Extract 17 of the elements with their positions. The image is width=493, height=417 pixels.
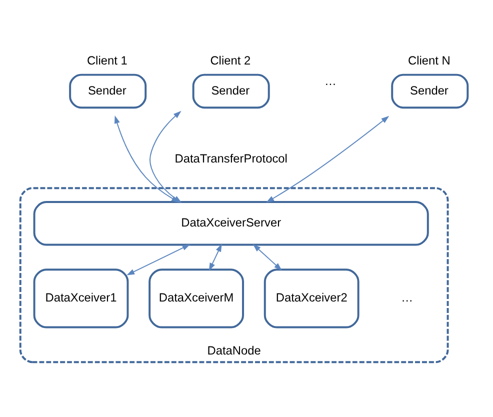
node-label: Client 2 <box>210 53 251 68</box>
node-box: Sender <box>391 74 469 109</box>
node-box: DataXceiverServer <box>33 201 429 246</box>
node-label: Client 1 <box>86 53 128 68</box>
node-label: Client N <box>408 53 450 68</box>
node-box: DataXceiver1 <box>33 268 129 328</box>
node-box: Sender <box>69 74 147 109</box>
node-box: DataXceiverM <box>148 268 244 328</box>
node-box: Sender <box>192 74 270 109</box>
label: … <box>401 290 413 305</box>
arrow <box>126 244 190 276</box>
arrow <box>266 116 390 203</box>
label: DataTransferProtocol <box>174 151 288 166</box>
arrow <box>252 244 282 271</box>
label: … <box>324 74 336 88</box>
arrow <box>208 244 222 271</box>
node-box: DataXceiver2 <box>264 268 360 328</box>
